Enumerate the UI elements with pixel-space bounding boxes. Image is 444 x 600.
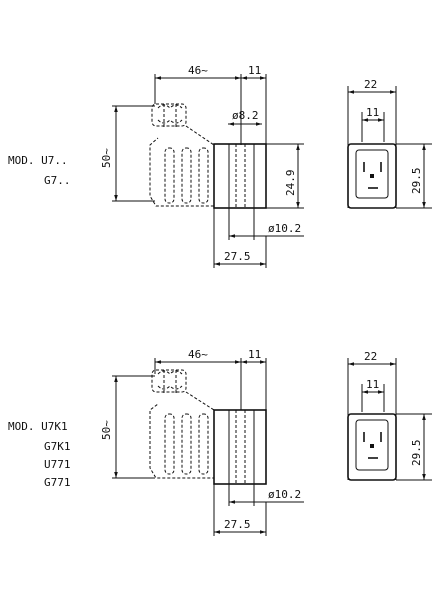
- view-2: MOD. U7K1 G7K1 U771 G771 46~ 11 50~: [8, 348, 432, 536]
- model-label-6: G771: [44, 476, 71, 489]
- dim-coil-length: 27.5: [224, 250, 251, 263]
- dim-end-inner-width: 11: [366, 106, 379, 119]
- dim-end-width: 22: [364, 78, 377, 91]
- view-1: MOD. U7.. G7.. 46~ 11 ø8.2 50~: [8, 64, 432, 268]
- connector-body: [149, 103, 215, 207]
- dim-top-width: 11: [248, 64, 261, 77]
- dim-length-total: 46~: [188, 64, 208, 77]
- dim-outer-diameter-2: ø10.2: [268, 488, 301, 501]
- dim-outer-diameter: ø10.2: [268, 222, 301, 235]
- model-label-2: G7..: [44, 174, 71, 187]
- end-view-2: 22 11 29.5: [347, 350, 432, 481]
- dim-height-2: 50~: [100, 420, 113, 440]
- dim-top-width-2: 11: [248, 348, 261, 361]
- dim-coil-length-2: 27.5: [224, 518, 251, 531]
- end-view: 22 11 29.5: [347, 78, 432, 209]
- dim-height: 50~: [100, 148, 113, 168]
- connector-body-2: [149, 369, 215, 479]
- model-label-4: G7K1: [44, 440, 71, 453]
- dim-end-height: 29.5: [410, 168, 423, 195]
- dim-coil-height: 24.9: [284, 170, 297, 197]
- coil-body: [213, 143, 267, 240]
- model-label-3: MOD. U7K1: [8, 420, 68, 433]
- dim-end-inner-width-2: 11: [366, 378, 379, 391]
- coil-body-2: [213, 409, 267, 506]
- dim-end-height-2: 29.5: [410, 440, 423, 467]
- dim-length-total-2: 46~: [188, 348, 208, 361]
- model-label-1: MOD. U7..: [8, 154, 68, 167]
- dim-end-width-2: 22: [364, 350, 377, 363]
- dim-hole-diameter: ø8.2: [232, 109, 259, 122]
- model-label-5: U771: [44, 458, 71, 471]
